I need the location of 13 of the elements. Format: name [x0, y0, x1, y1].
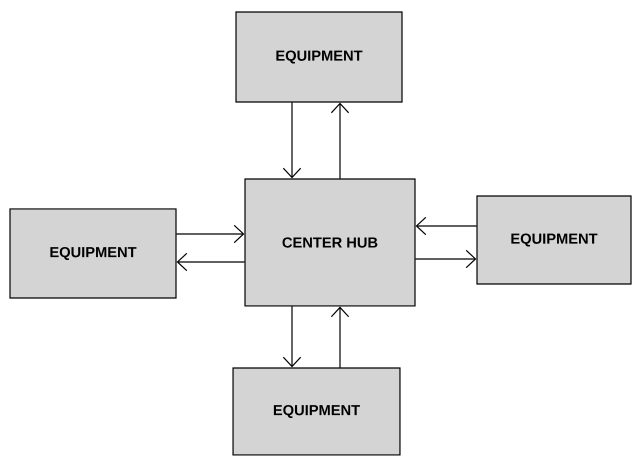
arrow: [330, 306, 350, 368]
arrow: [282, 102, 302, 178]
arrow: [416, 250, 476, 268]
equipment-box: EQUIPMENT: [235, 11, 403, 103]
arrow: [416, 216, 476, 236]
equipment-box: EQUIPMENT: [9, 208, 177, 299]
equipment-box: CENTER HUB: [244, 178, 416, 307]
equipment-box: EQUIPMENT: [476, 195, 632, 285]
arrow: [330, 102, 350, 178]
arrow: [176, 224, 244, 244]
arrow: [282, 306, 302, 368]
arrow: [176, 252, 244, 272]
equipment-box: EQUIPMENT: [232, 367, 401, 456]
